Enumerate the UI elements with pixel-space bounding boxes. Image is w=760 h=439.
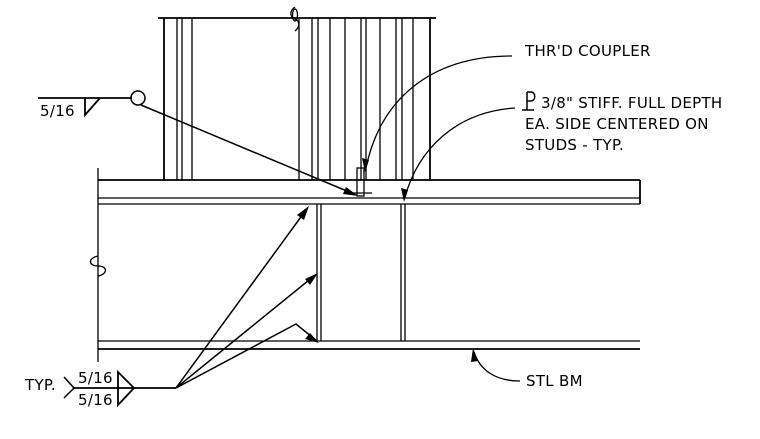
weld-tail-icon: [63, 376, 76, 399]
arrowhead: [471, 348, 478, 362]
coupler-label: THR'D COUPLER: [524, 42, 651, 60]
fillet-weld-icon: [84, 97, 101, 118]
arrowhead: [401, 188, 408, 202]
beam-label: STL BM: [526, 372, 583, 390]
callout-leader: [365, 55, 513, 169]
weld-leader-arrow: [175, 275, 315, 389]
top-weld-size: 5/16: [40, 102, 75, 120]
coupler-body: [356, 167, 365, 197]
arrowhead: [343, 187, 358, 196]
top-weld-symbol: 5/16: [38, 90, 358, 196]
break-line-icon: [89, 255, 107, 277]
arrowhead: [362, 158, 369, 172]
weld-size-other-side: 5/16: [78, 391, 113, 409]
weld-leader-arrow: [175, 323, 318, 389]
coupler-callout: THR'D COUPLER: [362, 42, 651, 172]
callout-leader: [473, 351, 521, 382]
arrowhead: [305, 333, 319, 343]
weld-typ-label: TYP.: [24, 376, 56, 394]
weld-leader-arrow: [140, 104, 355, 195]
stiffener-plates: [316, 204, 406, 341]
fillet-weld-icon: [117, 369, 135, 389]
bottom-weld-symbol: TYP. 5/16 5/16: [24, 206, 319, 409]
column-studs: [158, 17, 436, 180]
fillet-weld-icon: [117, 387, 135, 408]
arrowhead: [297, 206, 309, 220]
beam-callout: STL BM: [471, 348, 583, 390]
arrowhead: [305, 273, 318, 285]
stiffener-label-line2: EA. SIDE CENTERED ON: [525, 115, 709, 133]
stiffener-label-line3: STUDS - TYP.: [525, 136, 624, 154]
break-line-icon: [291, 8, 299, 22]
break-line-icon: [290, 6, 300, 32]
plate-symbol-icon: [522, 91, 536, 111]
stiffener-label-line1: 3/8" STIFF. FULL DEPTH: [541, 94, 723, 112]
weld-size-arrow-side: 5/16: [78, 369, 113, 387]
steel-beam: [97, 168, 641, 362]
weld-leader-arrow: [175, 209, 307, 389]
callout-leader: [404, 107, 516, 198]
stiffener-callout: 3/8" STIFF. FULL DEPTH EA. SIDE CENTERED…: [401, 91, 723, 202]
threaded-coupler: [352, 167, 372, 197]
weld-all-around-icon: [130, 90, 146, 106]
